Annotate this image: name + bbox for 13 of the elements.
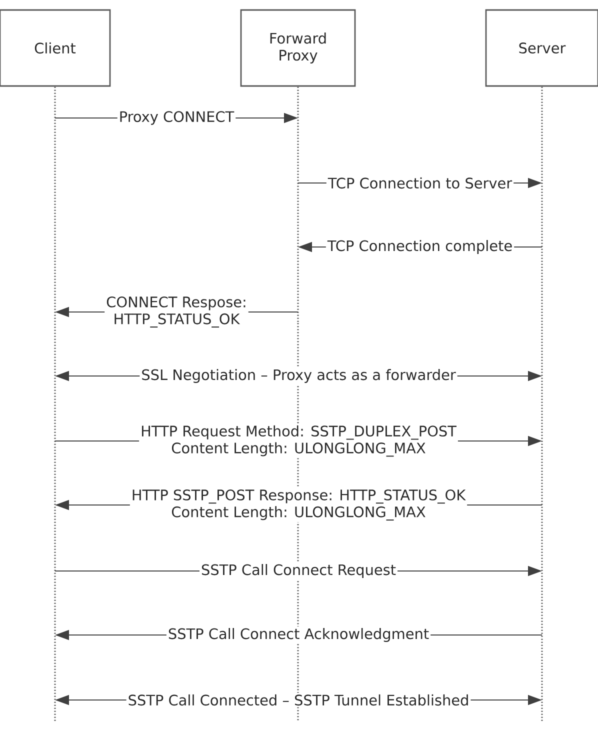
edge-label: TCP Connection to Server [326,176,514,190]
edge-label: HTTP SSTP_POST Response: HTTP_STATUS_OK Content Length: ULONGLONG_MAX [130,488,468,522]
participant-box: Forward Proxy [240,9,356,87]
participant-box: Server [485,9,598,87]
edge-label: SSL Negotiation – Proxy acts as a forwarder [140,368,458,384]
edge-label: HTTP Request Method: SSTP_DUPLEX_POST Content Length: ULONGLONG_MAX [139,424,458,458]
edge-label: SSTP Call Connect Acknowledgment [166,626,431,644]
edge-label: CONNECT Respose: HTTP_STATUS_OK [104,294,248,330]
edge-label: SSTP Call Connect Request [199,562,398,580]
participant-box: Client [0,9,111,87]
edge-label: TCP Connection complete [326,238,514,256]
edge-label: Proxy CONNECT [117,110,236,126]
edge-label: SSTP Call Connected – SSTP Tunnel Established [126,692,471,708]
